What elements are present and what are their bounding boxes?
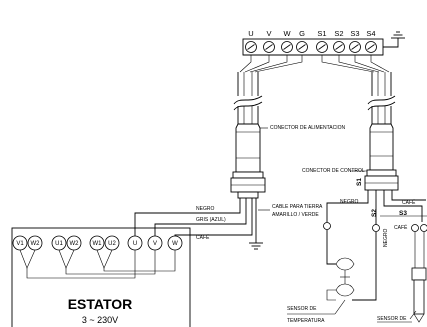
wire-label-cafe-small: CAFÉ: [394, 224, 408, 231]
terminal-screw-slot: [351, 44, 359, 50]
coil-terminal-v1: V1: [12, 235, 28, 251]
terminal-label-u: U: [248, 29, 253, 38]
control-connector-label: CONECTOR DE CONTROL: [302, 168, 365, 174]
terminal-label-s2: S2: [334, 29, 343, 38]
terminal-label-g: G: [299, 29, 305, 38]
terminal-label-v: V: [266, 29, 271, 38]
terminal-wiring: [239, 55, 390, 73]
terminal-screw-slot: [283, 44, 291, 50]
terminal-screw-slot: [318, 44, 326, 50]
svg-text:V: V: [153, 241, 157, 247]
wire-label-negro-right: NEGRO: [340, 199, 358, 205]
coil-terminal-u2: U2: [104, 235, 120, 251]
signal-label-s2: S2: [371, 209, 378, 217]
wire-label-cafe-right: CAFÉ: [402, 199, 416, 206]
terminal-label-s1: S1: [317, 29, 326, 38]
phase-terminal-w: W: [167, 235, 183, 251]
svg-text:W1: W1: [93, 241, 103, 247]
signal-label-s1: S1: [356, 178, 363, 186]
phase-terminal-u: U: [127, 235, 143, 251]
coil-terminal-w2-a: W2: [27, 235, 43, 251]
control-leads: [326, 190, 427, 225]
svg-text:U2: U2: [108, 241, 116, 247]
phase-terminal-v: V: [147, 235, 163, 251]
terminal-label-s3: S3: [350, 29, 359, 38]
lead-terminals: [323, 222, 427, 232]
terminal-screw-slot: [367, 44, 375, 50]
wire-label-ground-colors: AMARILLO / VERDE: [272, 212, 319, 218]
power-connector: [230, 123, 268, 199]
svg-text:U: U: [133, 241, 137, 247]
power-cable: [233, 72, 263, 124]
stator-internal-wiring: [19, 249, 176, 279]
terminal-block: U V W G S1 S2 S3 S4: [242, 29, 384, 56]
temp-sensor-label-line1: SENSOR DE: [287, 306, 317, 312]
temperature-sensor: [326, 230, 377, 301]
svg-text:V1: V1: [16, 241, 24, 247]
wire-label-negro-vertical: NEGRO: [383, 229, 389, 247]
terminal-screw-slot: [265, 44, 273, 50]
stator-coil-terminals: V1 W2 U1 W2 W1 U2 U V: [12, 235, 183, 251]
power-leads: [134, 198, 270, 243]
coil-terminal-w2-b: W2: [66, 235, 82, 251]
terminal-label-w: W: [283, 29, 291, 38]
wire-label-negro: NEGRO: [196, 206, 214, 212]
terminal-screw-slot: [247, 44, 255, 50]
wire-label-gris: GRIS (AZUL): [196, 217, 226, 223]
terminal-screw-slot: [335, 44, 343, 50]
terminal-screws: [245, 41, 377, 53]
signal-label-s3: S3: [399, 210, 407, 217]
svg-text:W: W: [172, 241, 178, 247]
stator-title: ESTATOR: [68, 296, 133, 312]
ground-symbol-top: [383, 31, 405, 48]
control-cable: [367, 72, 396, 124]
temp-sensor-label-line2: TEMPERATURA: [287, 318, 325, 324]
stator-subtitle: 3 ~ 230V: [82, 315, 118, 325]
right-sensor-probe: [409, 232, 427, 323]
svg-text:W2: W2: [31, 241, 41, 247]
terminal-label-s4: S4: [366, 29, 375, 38]
wire-label-ground-cable: CABLE PARA TIERRA: [272, 204, 323, 210]
coil-terminal-u1: U1: [51, 235, 67, 251]
coil-terminal-w1: W1: [89, 235, 105, 251]
control-connector: [350, 123, 399, 191]
power-connector-label: CONECTOR DE ALIMENTACION: [270, 125, 345, 131]
wire-label-cafe: CAFÉ: [196, 234, 210, 241]
ground-symbol-power: [249, 242, 263, 250]
terminal-screw-slot: [298, 44, 306, 50]
svg-text:W2: W2: [70, 241, 80, 247]
svg-text:U1: U1: [55, 241, 63, 247]
other-sensor-label: SENSOR DE: [377, 316, 407, 322]
